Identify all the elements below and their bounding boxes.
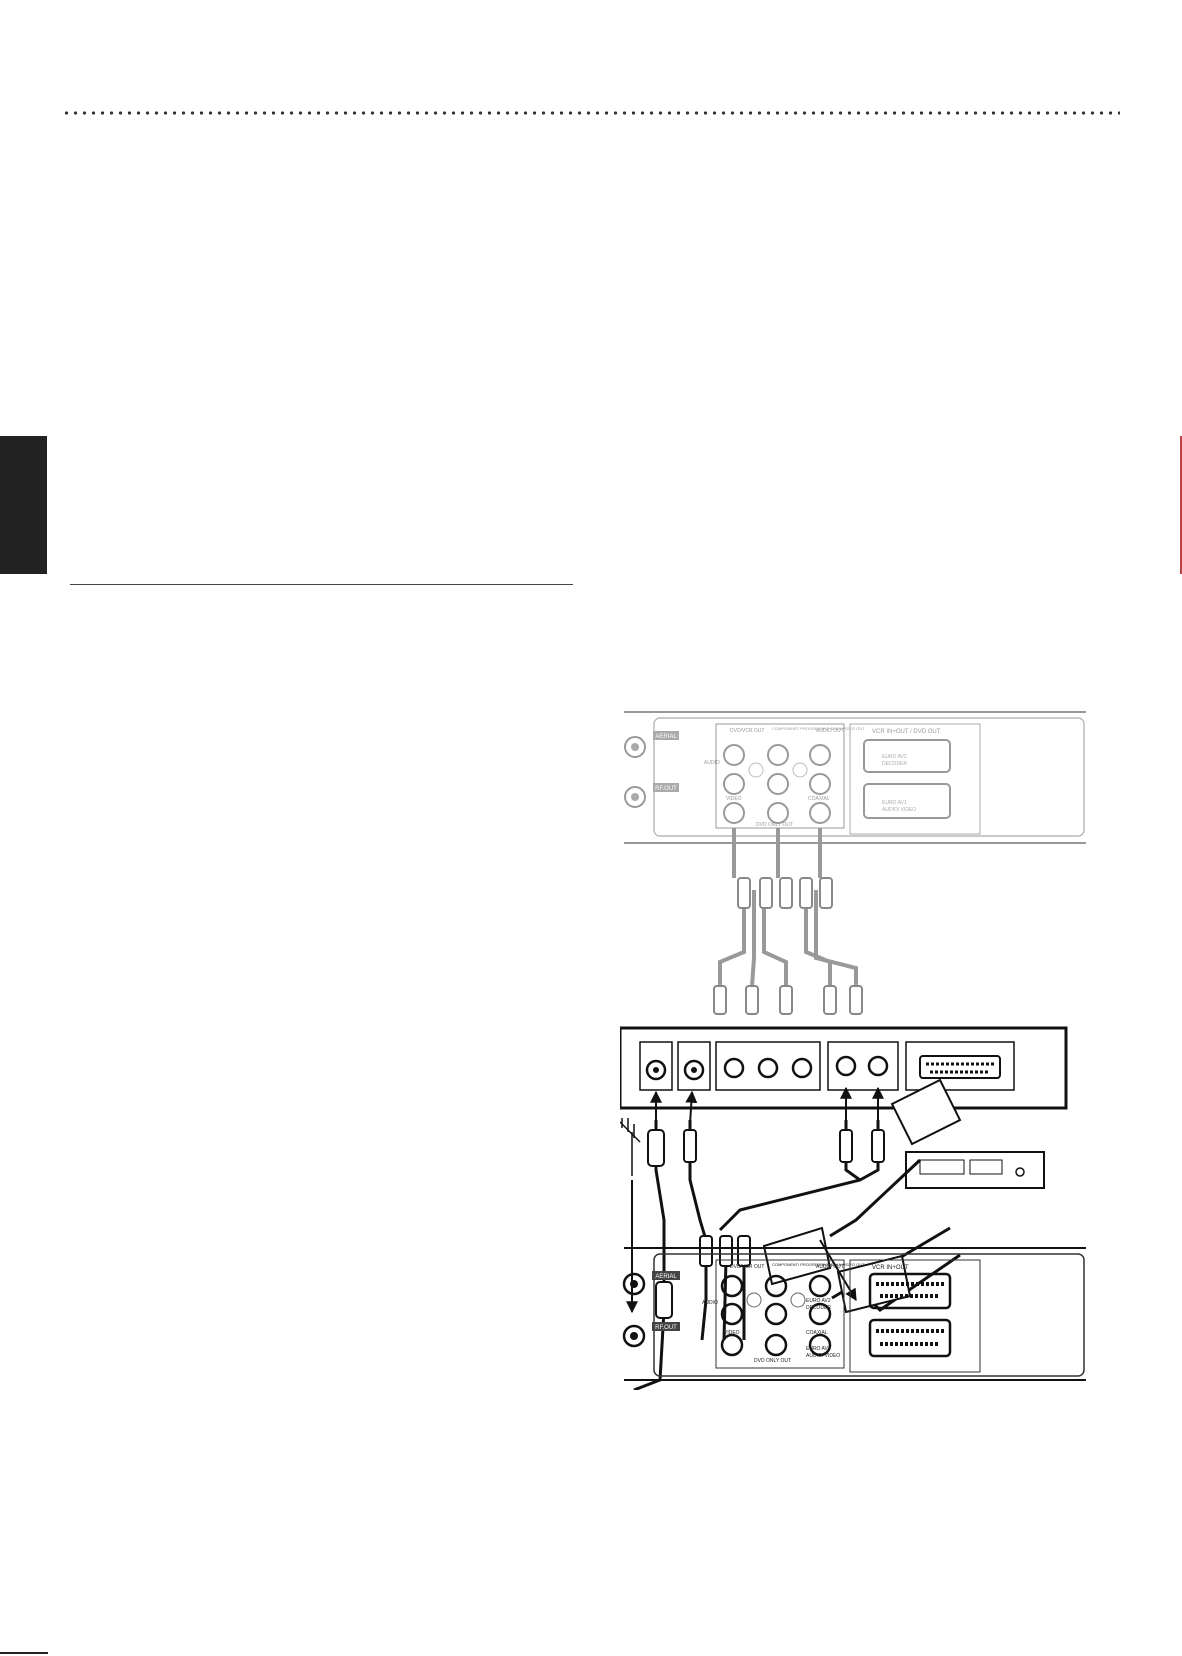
lower-component-label: COMPONENT/ PROGRESSIVE SCAN VIDEO OUT — [772, 1262, 865, 1267]
decoder-box — [905, 1151, 1045, 1189]
tv-rear-panel — [620, 1026, 1068, 1110]
upper-rf-out-label: RF.OUT — [655, 786, 677, 792]
black-plugs — [647, 1129, 885, 1319]
right-edge-marker — [1180, 436, 1182, 574]
antenna-icon — [620, 1118, 641, 1176]
language-side-tab — [0, 436, 47, 574]
upper-audio-video-label: AUDIO/ VIDEO — [882, 807, 916, 813]
scart-plugs — [762, 1078, 962, 1314]
lower-coaxial-label: COAXIAL — [806, 1330, 828, 1336]
lower-unit-panel: AERIAL RF.OUT DVD/VCR OUT COMPONENT/ PRO… — [622, 1247, 1086, 1381]
upper-vcr-in-out-label: VCR IN+OUT / DVD OUT — [872, 729, 941, 735]
lower-dvd-vcr-out-label: DVD/VCR OUT — [730, 1264, 764, 1270]
upper-euro-av1-label: EURO AV1 — [882, 800, 907, 806]
lower-euro-av2-label: EURO AV2 — [806, 1298, 831, 1304]
upper-component-label: COMPONENT/ PROGRESSIVE SCAN VIDEO OUT — [772, 726, 865, 731]
lower-rf-out-label: RF.OUT — [655, 1325, 677, 1331]
upper-euro-av2-label: EURO AV2 — [882, 754, 907, 760]
upper-audio-out-label: AUDIO OUT — [816, 728, 844, 734]
top-dotted-rule — [62, 110, 1120, 116]
lower-euro-av1-label: EURO AV1 — [806, 1346, 831, 1352]
lower-video-label: VIDEO — [724, 1330, 740, 1336]
section-divider — [70, 584, 573, 585]
grey-plugs — [713, 877, 863, 1015]
lower-decoder-label: DECODER — [806, 1305, 831, 1311]
lower-vcr-in-out-label: VCR IN+OUT — [872, 1265, 909, 1271]
lower-audio-label: AUDIO — [702, 1300, 718, 1306]
upper-audio-label: AUDIO — [704, 760, 720, 766]
lower-aerial-label: AERIAL — [655, 1274, 677, 1280]
upper-video-label: VIDEO — [726, 796, 742, 802]
upper-dvd-vcr-out-label: DVD/VCR OUT — [730, 728, 764, 734]
upper-coaxial-label: COAXIAL — [808, 796, 830, 802]
connection-diagram: AERIAL RF.OUT DVD/VCR OUT COMPONENT/ PRO… — [620, 711, 1086, 1390]
footer-rule — [0, 1652, 48, 1654]
lower-audio-out-label: AUDIO OUT — [816, 1264, 844, 1270]
upper-decoder-label: DECODER — [882, 761, 907, 767]
grey-component-cables — [718, 828, 858, 987]
upper-dvd-only-out-label: DVD ONLY OUT — [756, 822, 793, 828]
lower-dvd-only-out-label: DVD ONLY OUT — [754, 1358, 791, 1364]
lower-audio-video-label: AUDIO/ VIDEO — [806, 1353, 840, 1359]
upper-aerial-label: AERIAL — [655, 734, 677, 740]
upper-unit-panel: AERIAL RF.OUT DVD/VCR OUT COMPONENT/ PRO… — [624, 711, 1086, 844]
